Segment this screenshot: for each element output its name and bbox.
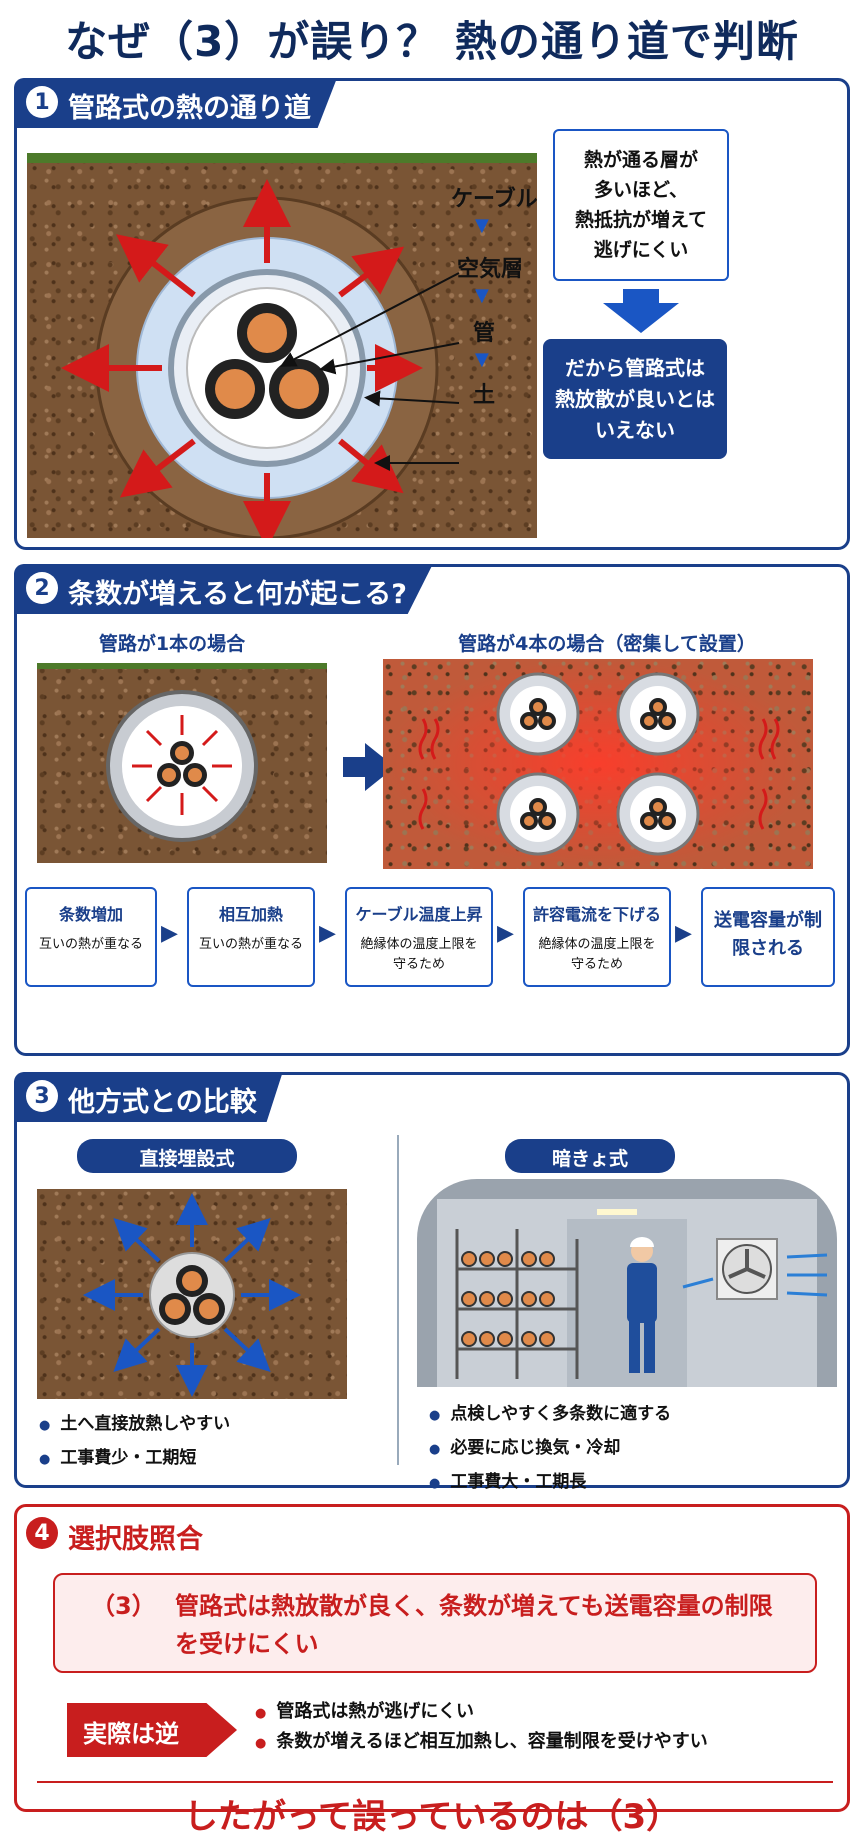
final-conclusion: したがって誤っているのは（3）: [183, 1797, 681, 1837]
conclusion-line: 熱放散が良いとは: [555, 387, 715, 411]
flow-step-heading: ケーブル温度上昇: [355, 905, 483, 924]
flow-step-desc: 絶縁体の温度上限を守るため: [360, 937, 478, 972]
cable-cores: [205, 303, 329, 419]
flow-step-heading: 条数増加: [58, 905, 123, 924]
thermal-resistance-note: 熱が通る層が 多いほど、 熱抵抗が増えて 逃げにくい: [553, 129, 729, 281]
page-title: なぜ（3）が誤り？ 熱の通り道で判断: [65, 17, 799, 66]
label-pipe: 管: [473, 321, 496, 346]
duct-top-right: [616, 672, 700, 756]
note-line: 熱抵抗が増えて: [574, 209, 708, 231]
flow-step-desc: 互いの熱が重なる: [198, 937, 303, 952]
section-number: 1: [26, 86, 58, 118]
option-text: 管路式は熱放散が良く、条数が増えても送電容量の制限を受けにくい: [175, 1592, 773, 1658]
note-line: 多いほど、: [593, 179, 689, 201]
chevron-right-icon: ▶: [497, 921, 514, 946]
grass-strip: [27, 153, 537, 163]
section-number: 2: [26, 572, 58, 604]
duct-bottom-left: [496, 772, 580, 856]
flow-step-heading: 送電容量が制限される: [714, 910, 822, 959]
grass-strip: [37, 663, 327, 669]
heat-arrows: [83, 1193, 301, 1397]
down-arrow-icon: ▼: [475, 215, 489, 236]
section-2-tab: 2 条数が増えると何が起こる?: [14, 564, 433, 614]
section-1-tab: 1 管路式の熱の通り道: [14, 78, 337, 128]
four-duct-diagram: [383, 659, 813, 869]
flow-step-5: 送電容量が制限される: [701, 887, 835, 987]
fan-icon: [716, 1238, 778, 1300]
chevron-right-icon: ▶: [675, 921, 692, 946]
culvert-pill: 暗きょ式: [505, 1139, 675, 1173]
direct-burial-soil: [37, 1189, 347, 1399]
label-soil: 土: [473, 383, 496, 408]
cable-rack: [455, 1229, 579, 1379]
bullet-item: 工事費大・工期長: [429, 1467, 671, 1492]
section-title: 選択肢照合: [68, 1524, 203, 1555]
flow-step-4: 許容電流を下げる 絶縁体の温度上限を守るため: [523, 887, 671, 987]
airflow-arrows: [682, 1253, 828, 1297]
conclusion-line: だから管路式は: [565, 356, 705, 380]
section-title: 管路式の熱の通り道: [68, 93, 311, 124]
culvert-illustration: [417, 1179, 837, 1387]
single-duct-heading: 管路が1本の場合: [98, 633, 246, 655]
conclusion-line: いえない: [595, 418, 675, 442]
section-3-tab: 3 他方式との比較: [14, 1072, 283, 1122]
section-title: 他方式との比較: [68, 1087, 257, 1118]
soil-cross-section: [27, 153, 537, 538]
chevron-right-icon: ▶: [319, 921, 336, 946]
down-arrow-icon: ▼: [475, 349, 489, 370]
section-3-panel: 3 他方式との比較 直接埋設式 暗きょ式: [14, 1072, 850, 1492]
label-cable: ケーブル: [451, 187, 538, 212]
bullet-item: 点検しやすく多条数に適する: [429, 1399, 671, 1424]
section-1-panel: 1 管路式の熱の通り道: [14, 78, 850, 550]
section-1-conclusion: だから管路式は 熱放散が良いとは いえない: [543, 339, 727, 459]
flow-step-3: ケーブル温度上昇 絶縁体の温度上限を守るため: [345, 887, 493, 987]
pointer-lines: [279, 272, 460, 471]
four-duct-soil: [383, 659, 813, 869]
section-2-panel: 2 条数が増えると何が起こる? 管路が1本の場合 管路が4本の場合（密集して設置…: [14, 564, 850, 1056]
bullet-item: 条数が増えるほど相互加熱し、容量制限を受けやすい: [255, 1729, 735, 1757]
actual-reverse-label: 実際は逆: [67, 1703, 237, 1757]
note-line: 逃げにくい: [593, 239, 689, 261]
flow-step-desc: 互いの熱が重なる: [38, 937, 143, 952]
option-number: （3）: [91, 1592, 156, 1620]
note-line: 熱が通る層が: [583, 149, 698, 171]
single-duct-diagram: [106, 690, 258, 842]
section-number: 4: [26, 1517, 58, 1549]
bullet-item: 工事費少・工期短: [39, 1443, 230, 1468]
section-4-panel: 4 選択肢照合 （3） 管路式は熱放散が良く、条数が増えても送電容量の制限を受け…: [14, 1504, 850, 1837]
four-duct-heading: 管路が4本の場合（密集して設置）: [458, 633, 756, 655]
down-arrow-icon: ▼: [475, 285, 489, 306]
heat-arrows: [61, 179, 423, 538]
section-title: 条数が増えると何が起こる?: [68, 579, 407, 610]
section-4-tab: 4 選択肢照合: [14, 1509, 229, 1559]
worker-figure: [627, 1237, 657, 1373]
duct-bottom-right: [616, 772, 700, 856]
culvert-diagram: [437, 1199, 828, 1387]
vertical-divider: [397, 1135, 399, 1465]
label-air-layer: 空気層: [457, 257, 524, 282]
chevron-right-icon: ▶: [161, 921, 178, 946]
section-number: 3: [26, 1080, 58, 1112]
reverse-reason-bullets: 管路式は熱が逃げにくい 条数が増えるほど相互加熱し、容量制限を受けやすい: [255, 1697, 735, 1766]
flow-step-heading: 許容電流を下げる: [532, 905, 661, 924]
bullet-item: 土へ直接放熱しやすい: [39, 1409, 230, 1434]
cable-pipe-diagram: [61, 179, 460, 538]
option-3-quote: （3） 管路式は熱放散が良く、条数が増えても送電容量の制限を受けにくい: [53, 1573, 817, 1673]
flow-step-2: 相互加熱 互いの熱が重なる: [187, 887, 315, 987]
direct-burial-bullets: 土へ直接放熱しやすい 工事費少・工期短: [39, 1409, 230, 1477]
flow-step-heading: 相互加熱: [218, 905, 283, 924]
effect-flow: 条数増加 互いの熱が重なる ▶ 相互加熱 互いの熱が重なる ▶ ケーブル温度上昇…: [25, 887, 845, 997]
duct-top-left: [496, 672, 580, 756]
flow-step-desc: 絶縁体の温度上限を守るため: [538, 937, 656, 972]
bullet-item: 管路式は熱が逃げにくい: [255, 1697, 735, 1723]
heat-wave-lines: [418, 718, 780, 830]
direct-burial-pill: 直接埋設式: [77, 1139, 297, 1173]
flow-step-1: 条数増加 互いの熱が重なる: [25, 887, 157, 987]
heat-arrows: [132, 715, 232, 815]
bullet-item: 必要に応じ換気・冷却: [429, 1433, 671, 1458]
culvert-bullets: 点検しやすく多条数に適する 必要に応じ換気・冷却 工事費大・工期長: [429, 1399, 671, 1501]
divider: [37, 1781, 833, 1783]
direct-burial-diagram: [83, 1193, 301, 1397]
single-duct-soil: [37, 663, 327, 863]
